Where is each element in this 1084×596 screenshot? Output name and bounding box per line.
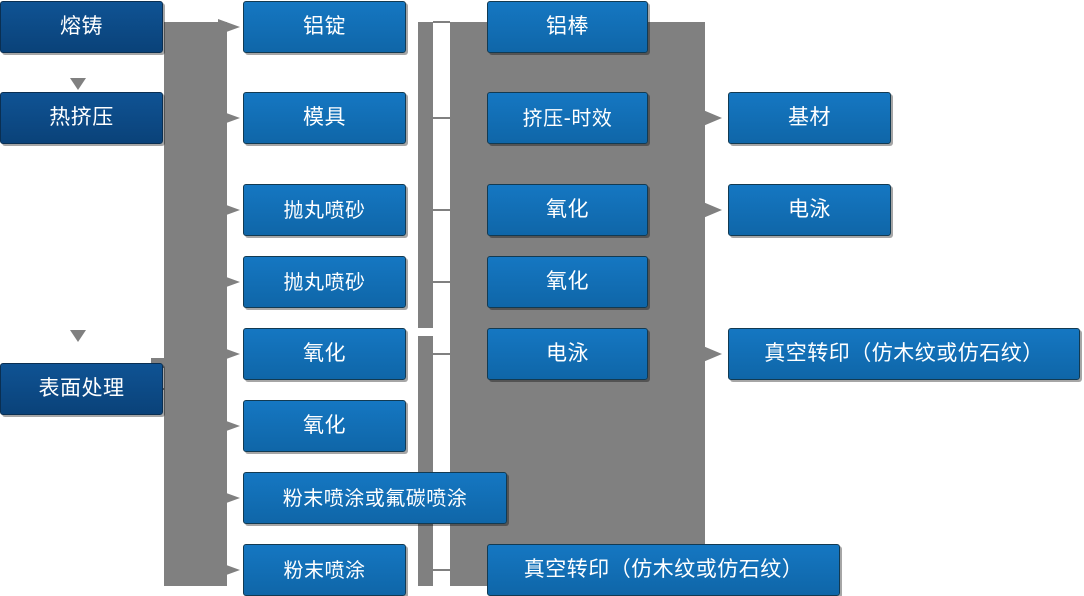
node-label: 氧化	[303, 341, 346, 366]
node-surface-treatment[interactable]: 表面处理	[0, 363, 163, 415]
node-electrophoresis-2[interactable]: 电泳	[728, 184, 891, 236]
node-label: 模具	[303, 105, 346, 130]
node-label: 真空转印（仿木纹或仿石纹）	[523, 557, 804, 582]
node-label: 真空转印（仿木纹或仿石纹）	[764, 341, 1044, 366]
node-powder-coating[interactable]: 粉末喷涂	[243, 544, 406, 596]
node-shot-blasting-2[interactable]: 抛丸喷砂	[243, 256, 406, 308]
surface-treatment-stub	[163, 388, 185, 390]
node-aluminum-bar[interactable]: 铝棒	[487, 1, 648, 53]
right-band-arrowheads	[703, 110, 722, 362]
node-hot-extrusion[interactable]: 热挤压	[0, 92, 163, 144]
node-label: 热挤压	[49, 105, 114, 130]
node-shot-blasting-1[interactable]: 抛丸喷砂	[243, 184, 406, 236]
melt-cast-to-extrusion-arrow	[70, 78, 86, 90]
node-label: 表面处理	[38, 376, 125, 401]
node-label: 抛丸喷砂	[283, 270, 366, 294]
node-aluminum-ingot[interactable]: 铝锭	[243, 1, 406, 53]
node-electrophoresis-1[interactable]: 电泳	[487, 328, 648, 380]
node-label: 铝棒	[546, 14, 589, 39]
node-vacuum-transfer-printing-1[interactable]: 真空转印（仿木纹或仿石纹）	[487, 544, 840, 596]
node-label: 氧化	[546, 269, 589, 294]
node-label: 氧化	[546, 197, 589, 222]
node-oxidation-3[interactable]: 氧化	[487, 184, 648, 236]
node-vacuum-transfer-printing-2[interactable]: 真空转印（仿木纹或仿石纹）	[728, 328, 1080, 380]
node-extrusion-aging[interactable]: 挤压-时效	[487, 92, 648, 144]
node-label: 电泳	[546, 341, 589, 366]
node-label: 粉末喷涂	[283, 558, 366, 582]
node-label: 氧化	[303, 413, 346, 438]
right-band-arrow-stems	[705, 117, 712, 355]
node-oxidation-1[interactable]: 氧化	[243, 328, 406, 380]
node-label: 挤压-时效	[522, 106, 613, 130]
node-label: 粉末喷涂或氟碳喷涂	[282, 486, 468, 510]
node-label: 基材	[788, 105, 831, 130]
node-oxidation-4[interactable]: 氧化	[487, 256, 648, 308]
node-melt-cast[interactable]: 熔铸	[0, 1, 163, 53]
node-label: 电泳	[788, 197, 831, 222]
node-mold[interactable]: 模具	[243, 92, 406, 144]
node-oxidation-2[interactable]: 氧化	[243, 400, 406, 452]
node-label: 抛丸喷砂	[283, 198, 366, 222]
extrusion-to-surface-arrow	[70, 330, 86, 342]
node-label: 铝锭	[303, 14, 346, 39]
node-powder-or-fluorocarbon-coating[interactable]: 粉末喷涂或氟碳喷涂	[243, 472, 507, 524]
left-band-arrowheads	[218, 19, 240, 578]
node-base-material[interactable]: 基材	[728, 92, 891, 144]
node-label: 熔铸	[60, 14, 103, 39]
